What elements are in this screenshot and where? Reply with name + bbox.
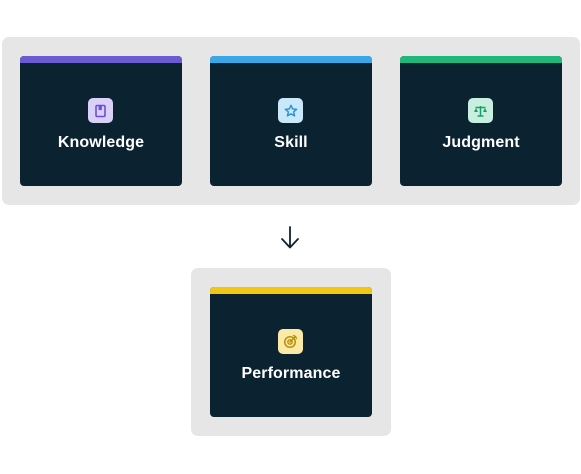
arrow-down-icon xyxy=(281,226,299,249)
knowledge-card: Knowledge xyxy=(20,56,182,186)
inputs-group: Knowledge Skill Judgment xyxy=(2,37,580,205)
scale-icon xyxy=(474,105,487,117)
judgment-label: Judgment xyxy=(442,134,520,151)
judgment-card: Judgment xyxy=(400,56,562,186)
knowledge-icon-badge xyxy=(88,98,113,123)
skill-card: Skill xyxy=(210,56,372,186)
skill-accent-bar xyxy=(210,56,372,63)
performance-card: Performance xyxy=(210,287,372,417)
skill-icon-badge xyxy=(278,98,303,123)
output-group: Performance xyxy=(191,268,391,436)
skill-label: Skill xyxy=(274,134,308,151)
judgment-icon-badge xyxy=(468,98,493,123)
target-icon xyxy=(283,334,298,349)
knowledge-accent-bar xyxy=(20,56,182,63)
performance-label: Performance xyxy=(241,365,341,382)
star-icon xyxy=(284,104,297,117)
judgment-accent-bar xyxy=(400,56,562,63)
knowledge-label: Knowledge xyxy=(57,134,145,151)
performance-icon-badge xyxy=(278,329,303,354)
performance-accent-bar xyxy=(210,287,372,294)
book-icon xyxy=(95,104,106,117)
